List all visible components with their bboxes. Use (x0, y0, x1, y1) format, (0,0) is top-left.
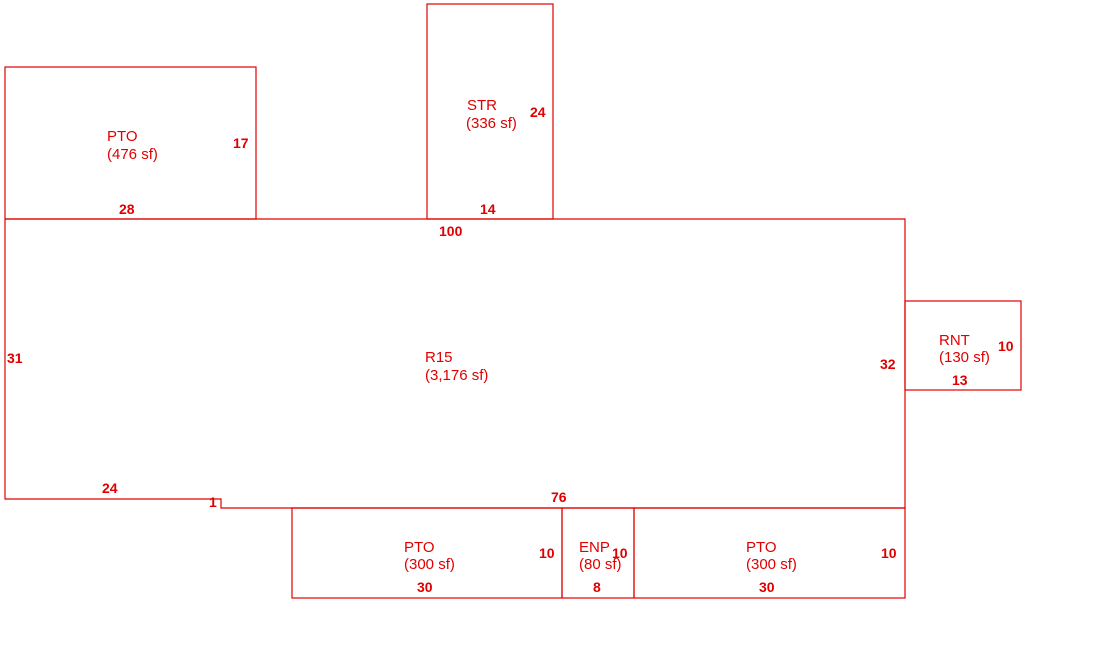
r15-top-dim: 100 (439, 223, 463, 239)
str-bottom-dim: 14 (480, 201, 496, 217)
pto-right-bottom-dim: 30 (759, 579, 775, 595)
pto-right-outline (633, 507, 906, 599)
rnt-bottom-dim: 13 (952, 372, 968, 388)
pto-left-bottom-dim: 30 (417, 579, 433, 595)
enp-bottom-dim: 8 (593, 579, 601, 595)
pto-top-code: PTO (107, 128, 138, 145)
r15-right-dim: 32 (880, 356, 896, 372)
pto-right-area: (300 sf) (746, 556, 797, 573)
str-side-dim: 24 (530, 104, 546, 120)
str-area: (336 sf) (466, 115, 517, 132)
pto-left-side-dim: 10 (539, 545, 555, 561)
pto-top-side-dim: 17 (233, 135, 249, 151)
pto-left-area: (300 sf) (404, 556, 455, 573)
rnt-area: (130 sf) (939, 349, 990, 366)
enp-side-dim: 10 (612, 545, 628, 561)
r15-left-dim: 31 (7, 350, 23, 366)
str-code: STR (467, 97, 497, 114)
r15-notch-dim: 1 (209, 494, 217, 510)
r15-outline (4, 218, 906, 509)
rnt-code: RNT (939, 332, 970, 349)
pto-right-side-dim: 10 (881, 545, 897, 561)
r15-area: (3,176 sf) (425, 367, 488, 384)
r15-bottom-left-dim: 24 (102, 480, 118, 496)
pto-top-area: (476 sf) (107, 146, 158, 163)
pto-right-code: PTO (746, 539, 777, 556)
enp-code: ENP (579, 539, 610, 556)
r15-bottom-right-dim: 76 (551, 489, 567, 505)
rnt-side-dim: 10 (998, 338, 1014, 354)
r15-code: R15 (425, 349, 453, 366)
pto-top-bottom-dim: 28 (119, 201, 135, 217)
rnt-outline (904, 300, 1022, 391)
enp-area: (80 sf) (579, 556, 622, 573)
pto-left-code: PTO (404, 539, 435, 556)
